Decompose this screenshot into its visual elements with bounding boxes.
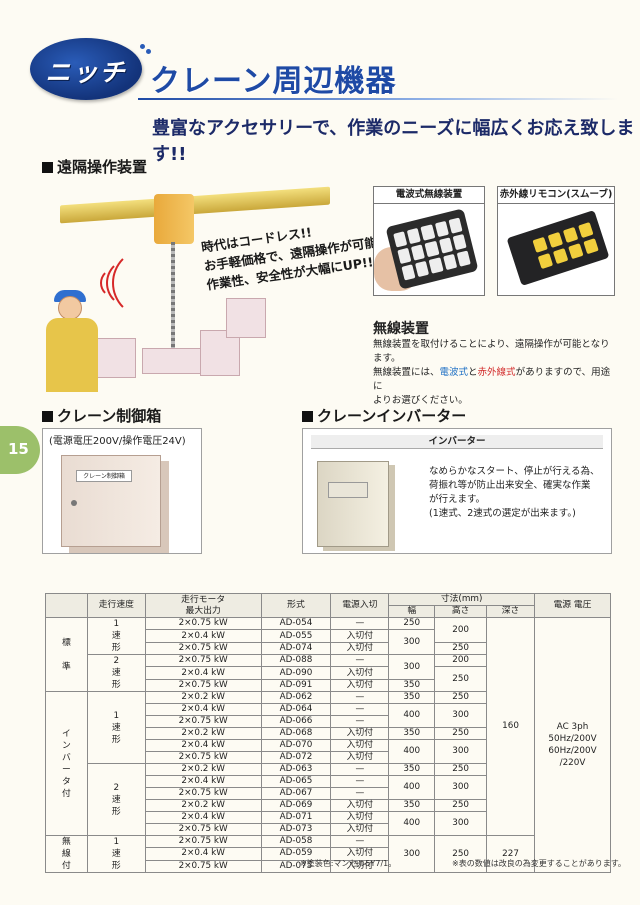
depth-160: 160 xyxy=(486,617,535,836)
ir-remote-icon xyxy=(506,210,610,286)
header-power: 電源 電圧 xyxy=(534,593,611,618)
section-heading-inverter: クレーンインバーター xyxy=(302,405,466,426)
cordless-illustration: 時代はコードレス!! お手軽価格で、遠隔操作が可能 作業性、安全性が大幅にUP!… xyxy=(30,178,378,393)
radio-remote-icon xyxy=(385,208,479,290)
inverter-display-icon xyxy=(328,482,368,498)
page-title: クレーン周辺機器 xyxy=(150,64,397,99)
cabinet-knob-icon xyxy=(71,500,77,506)
worker-head-icon xyxy=(58,296,82,320)
group-wireless: 無線付 xyxy=(45,835,88,873)
note-spec: ※表の数値は改良の為変更することがあります。 xyxy=(452,859,626,868)
header-depth: 深さ xyxy=(486,605,535,618)
crane-rail xyxy=(60,186,330,224)
page-number: 15 xyxy=(8,440,29,458)
page-subtitle: 豊富なアクセサリーで、作業のニーズに幅広くお応え致します!! xyxy=(152,118,635,165)
wireless-title: 無線装置 xyxy=(373,321,429,337)
header-dims: 寸法(mm) xyxy=(388,593,535,606)
ir-remote-caption: 赤外線リモコン(スムーブ) xyxy=(498,187,614,204)
control-cabinet-icon: クレーン制御箱 xyxy=(61,455,161,547)
brand-name: ニッチ xyxy=(45,58,127,87)
header-width: 幅 xyxy=(388,605,436,618)
title-rule xyxy=(138,98,618,100)
worker-body-icon xyxy=(46,318,98,392)
radio-waves-icon xyxy=(100,248,180,328)
section-heading-control-box: クレーン制御箱 xyxy=(42,405,161,426)
inverter-panel: インバーター なめらかなスタート、停止が行える為、 荷振れ等が防止出来安全、確実… xyxy=(302,428,612,554)
square-bullet-icon xyxy=(302,411,313,422)
control-box-panel: (電源電圧200V/操作電圧24V) クレーン制御箱 xyxy=(42,428,202,554)
brand-dots-decoration xyxy=(138,44,152,58)
square-bullet-icon xyxy=(42,162,53,173)
header-height: 高さ xyxy=(434,605,488,618)
note-paint: ※塗装色:マンセル5Y7/1。 xyxy=(300,859,397,868)
spec-table: 走行速度 走行モータ最大出力 形式 電源入切 寸法(mm) 電源 電圧 幅 高さ… xyxy=(45,593,611,874)
wireless-description: 無線装置を取付けることにより、遠隔操作が可能となります。 無線装置には、電波式と… xyxy=(373,339,611,406)
header-speed: 走行速度 xyxy=(86,593,146,618)
header-switch: 電源入切 xyxy=(330,593,390,618)
square-bullet-icon xyxy=(42,411,53,422)
inverter-description: なめらかなスタート、停止が行える為、 荷振れ等が防止出来安全、確実な作業 が行え… xyxy=(429,466,600,519)
cordless-speech-text: 時代はコードレス!! お手軽価格で、遠隔操作が可能 作業性、安全性が大幅にUP!… xyxy=(200,224,378,293)
page-number-tab: 15 xyxy=(0,426,40,474)
header-motor: 走行モータ最大出力 xyxy=(144,593,262,618)
group-standard: 標準 xyxy=(45,617,88,692)
header-model: 形式 xyxy=(260,593,332,618)
radio-remote-photo: 電波式無線装置 xyxy=(373,186,485,296)
group-inverter: インバータ付 xyxy=(45,691,88,836)
hoist-icon xyxy=(154,194,194,244)
brand-badge: ニッチ xyxy=(30,38,142,100)
cargo-box xyxy=(226,298,266,338)
control-box-caption: (電源電圧200V/操作電圧24V) xyxy=(49,436,186,447)
section-heading-remote: 遠隔操作装置 xyxy=(42,156,147,177)
ir-remote-photo: 赤外線リモコン(スムーブ) xyxy=(497,186,615,296)
inverter-unit-icon xyxy=(317,461,389,547)
inverter-bar-label: インバーター xyxy=(311,435,603,449)
cabinet-label: クレーン制御箱 xyxy=(76,470,132,482)
cargo-box xyxy=(142,348,204,374)
radio-remote-caption: 電波式無線装置 xyxy=(374,187,484,204)
cargo-box xyxy=(92,338,136,378)
